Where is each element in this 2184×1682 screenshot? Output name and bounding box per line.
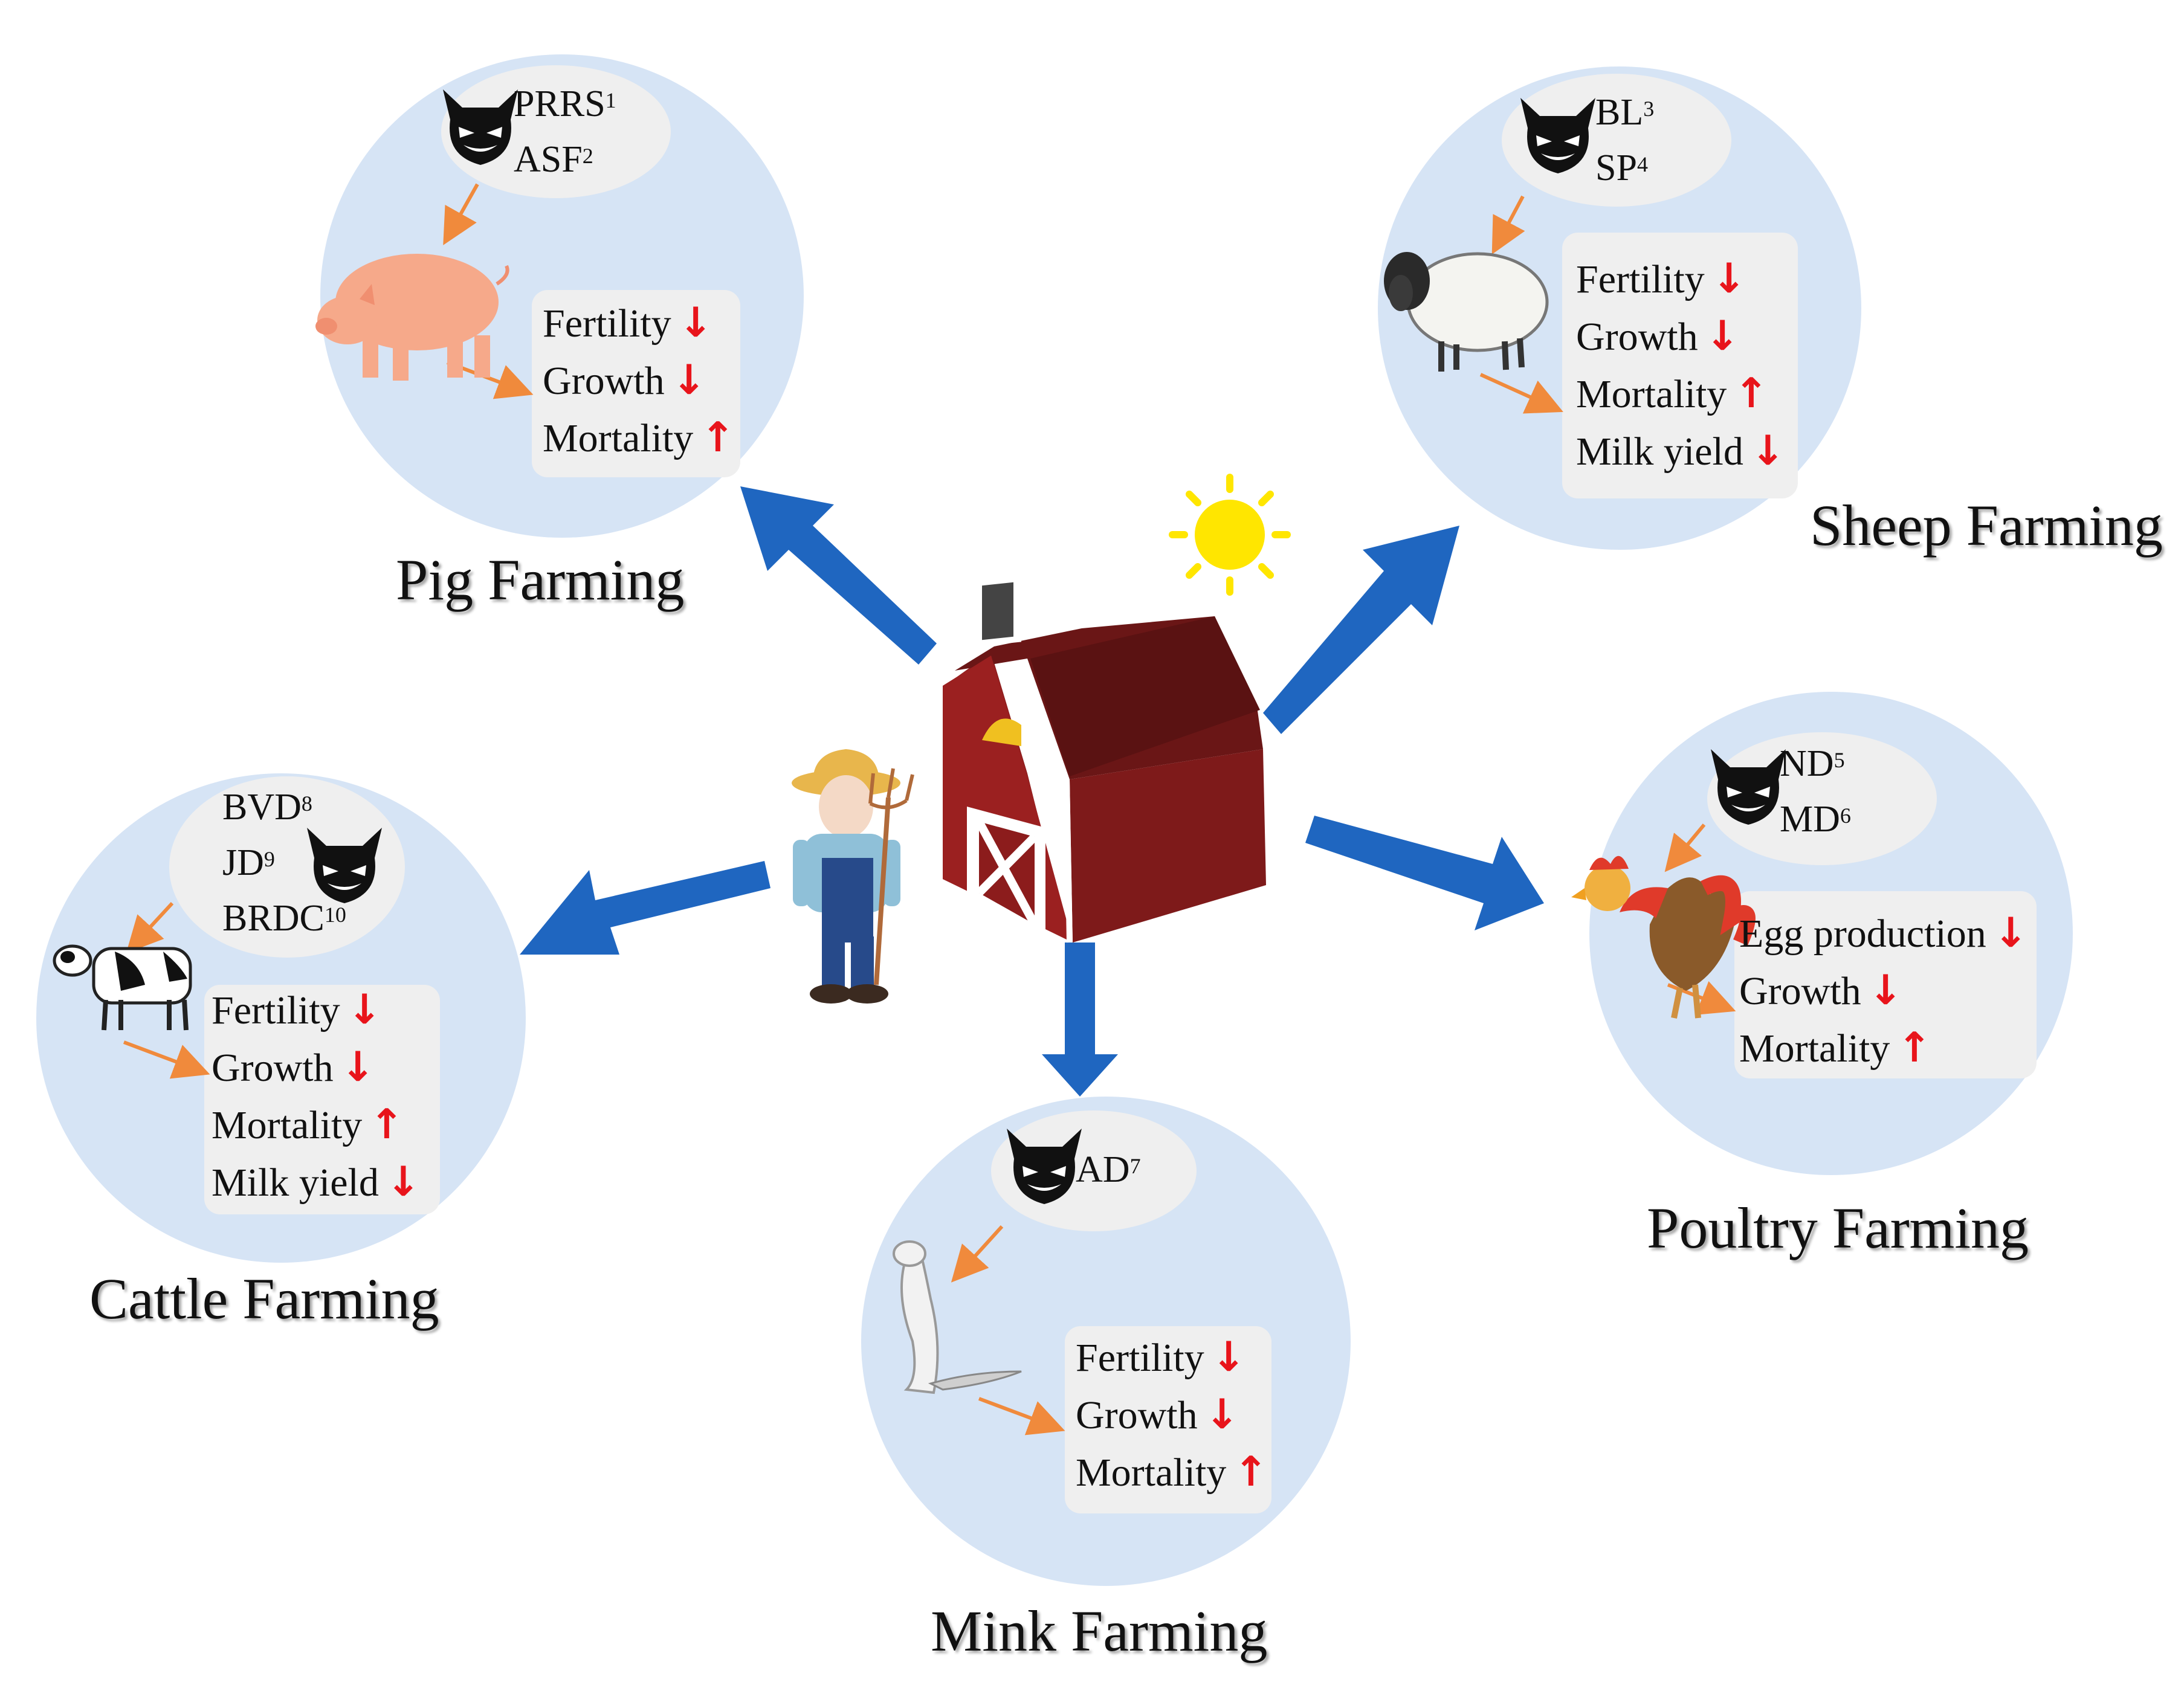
blue-arrows [520,486,1544,1097]
rooster-icon [1571,856,1756,1019]
pig-pathogen-bubble [441,65,671,198]
arrow-to-poultry [1305,816,1544,930]
poultry-effects-box [1734,891,2037,1078]
mink-pathogens: AD7 [1076,1149,1141,1190]
cattle-effects: Fertility↓ Growth↓ Mortality↑ Milk yield… [212,986,421,1206]
sheep-pathogen-bubble [1502,74,1731,207]
arrow-to-pig [740,486,937,665]
up-arrow-icon: ↑ [369,1101,404,1149]
down-arrow-icon: ↓ [340,1043,375,1091]
sheep-pathogens: BL3 SP4 [1595,92,1655,188]
poultry-pathogens: ND5 MD6 [1780,743,1851,840]
arrow-to-sheep [1263,526,1459,734]
pig-effects: Fertility↓ Growth↓ Mortality↑ [543,299,735,462]
down-arrow-icon: ↓ [1705,312,1740,360]
down-arrow-icon: ↓ [678,299,713,347]
up-arrow-icon: ↑ [1233,1448,1268,1496]
mink-effects: Fertility↓ Growth↓ Mortality↑ [1076,1333,1268,1496]
pig-pathogens: PRRS1 ASF2 [514,83,616,180]
ferret-icon [893,1240,1022,1394]
down-arrow-icon: ↓ [1204,1391,1239,1439]
mink-farming-title: Mink Farming [931,1599,1268,1663]
down-arrow-icon: ↓ [1711,255,1746,303]
sheep-icon [1384,252,1549,372]
down-arrow-icon: ↓ [1750,427,1785,475]
down-arrow-icon: ↓ [1993,909,2028,957]
poultry-effects: Egg production↓ Growth↓ Mortality↑ [1739,909,2028,1072]
down-arrow-icon: ↓ [671,356,706,404]
pig-farming-title: Pig Farming [396,547,685,612]
down-arrow-icon: ↓ [1868,967,1903,1014]
cattle-pathogens: BVD8 JD9 BRDC10 [222,787,346,939]
arrow-to-cattle [520,861,771,955]
sheep-effects: Fertility↓ Growth↓ Mortality↑ Milk yield… [1576,255,1785,475]
up-arrow-icon: ↑ [700,414,735,462]
sheep-farming-title: Sheep Farming [1810,493,2163,558]
poultry-farming-title: Poultry Farming [1647,1196,2029,1260]
down-arrow-icon: ↓ [347,986,382,1034]
up-arrow-icon: ↑ [1734,370,1769,417]
up-arrow-icon: ↑ [1897,1024,1932,1072]
cattle-farming-title: Cattle Farming [89,1266,439,1331]
pig-icon [315,254,509,381]
poultry-pathogen-bubble [1707,732,1937,865]
barn-icon [943,569,1266,943]
sheep-effects-box [1562,233,1798,498]
arrow-to-mink [1042,942,1118,1097]
cattle-pathogen-bubble [169,776,405,958]
cow-icon [53,944,192,1031]
cattle-effects-box [204,985,440,1214]
mink-effects-box [1065,1326,1271,1513]
sun-icon [1169,474,1291,596]
farmer-icon [792,749,914,1004]
down-arrow-icon: ↓ [1211,1333,1246,1381]
down-arrow-icon: ↓ [386,1158,421,1206]
pig-effects-box [532,290,740,477]
